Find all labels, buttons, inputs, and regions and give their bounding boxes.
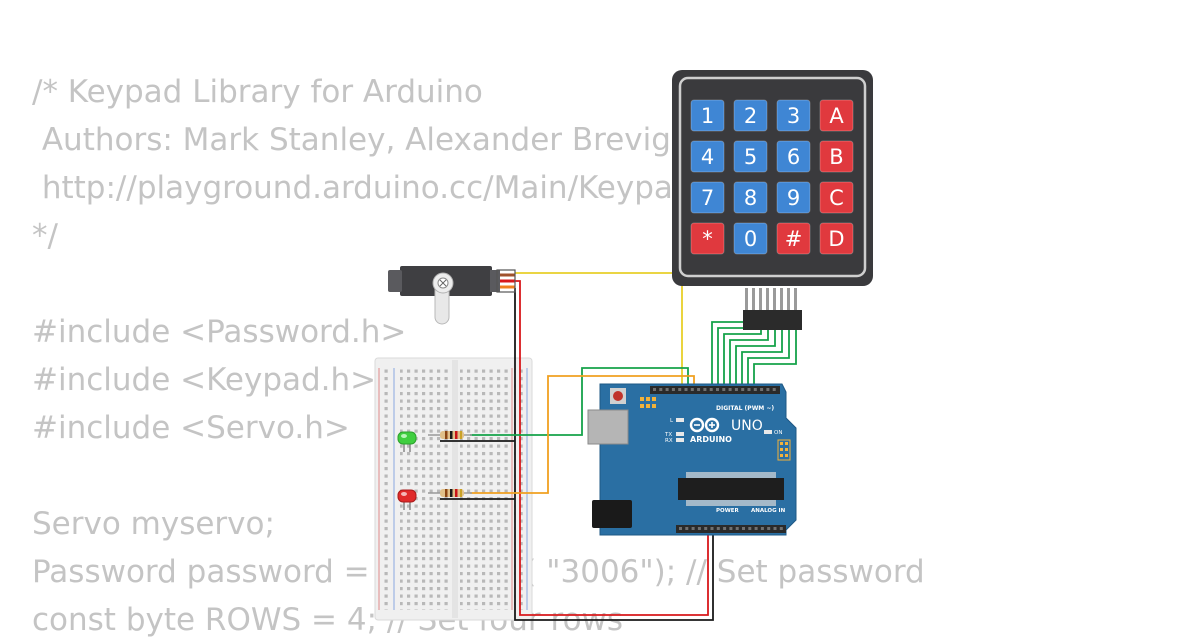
keypad-key[interactable]: # [776, 222, 811, 255]
digital-label: DIGITAL (PWM ~) [716, 405, 774, 412]
rx-label: RX [665, 438, 673, 444]
keypad-connector [743, 310, 802, 330]
wire-keypad-bundle [711, 321, 797, 390]
code-line: #include <Keypad.h> [32, 362, 377, 398]
keypad-key[interactable]: * [690, 222, 725, 255]
arduino-uno: ARDUINO UNO DIGITAL (PWM ~) POWER ANALOG… [587, 383, 797, 536]
code-line: #include <Servo.h> [32, 410, 350, 446]
keypad-key-label: 9 [787, 186, 800, 210]
keypad: 1 2 3 A 4 5 6 B 7 8 9 C * 0 # D [672, 70, 873, 330]
servo-motor [388, 266, 516, 325]
keypad-key-label: 3 [787, 104, 800, 128]
keypad-key-label: * [702, 227, 713, 251]
keypad-key-label: 0 [744, 227, 757, 251]
keypad-key[interactable]: 3 [776, 99, 811, 132]
analog-label: ANALOG IN [751, 508, 786, 514]
keypad-key[interactable]: C [819, 181, 854, 214]
keypad-key-label: 5 [744, 145, 757, 169]
code-line: */ [32, 218, 58, 254]
keypad-key[interactable]: B [819, 140, 854, 173]
resistor-green-led [428, 431, 472, 439]
keypad-key[interactable]: 8 [733, 181, 768, 214]
keypad-key[interactable]: D [819, 222, 854, 255]
keypad-key-label: 2 [744, 104, 757, 128]
keypad-key[interactable]: 2 [733, 99, 768, 132]
keypad-key-label: B [829, 145, 843, 169]
keypad-key[interactable]: 1 [690, 99, 725, 132]
circuit-diagram: 1 2 3 A 4 5 6 B 7 8 9 C * 0 # D [374, 70, 873, 621]
keypad-key-label: # [785, 227, 803, 251]
keypad-key-label: A [829, 104, 844, 128]
tx-label: TX [664, 432, 672, 438]
wire-servo-signal [515, 272, 683, 390]
keypad-key-label: 4 [701, 145, 714, 169]
code-editor-background: /* Keypad Library for Arduino Authors: M… [32, 68, 925, 644]
led-green [397, 431, 417, 452]
led-red [397, 489, 417, 510]
keypad-key[interactable]: 0 [733, 222, 768, 255]
code-line: /* Keypad Library for Arduino [32, 74, 483, 110]
keypad-key-label: C [829, 186, 844, 210]
l-label: L [670, 418, 674, 424]
keypad-key-label: 6 [787, 145, 800, 169]
keypad-key[interactable]: 4 [690, 140, 725, 173]
on-label: ON [774, 430, 782, 436]
resistor-red-led [428, 489, 472, 497]
wire-red-led [470, 375, 695, 494]
keypad-key[interactable]: 7 [690, 181, 725, 214]
wire-servo-power [515, 280, 709, 616]
keypad-key-label: 1 [701, 104, 714, 128]
keypad-key[interactable]: 9 [776, 181, 811, 214]
power-label: POWER [716, 508, 740, 514]
arduino-model: UNO [731, 418, 763, 434]
code-line: Authors: Mark Stanley, Alexander Brevig [32, 122, 671, 158]
keypad-key-label: 8 [744, 186, 757, 210]
keypad-key[interactable]: 5 [733, 140, 768, 173]
code-line: http://playground.arduino.cc/Main/Keypad [32, 170, 693, 206]
wire-servo-ground [514, 288, 714, 621]
keypad-key-label: D [828, 227, 844, 251]
code-line: #include <Password.h> [32, 314, 407, 350]
keypad-key-label: 7 [701, 186, 714, 210]
keypad-key[interactable]: A [819, 99, 854, 132]
code-line: Servo myservo; [32, 506, 275, 542]
keypad-key[interactable]: 6 [776, 140, 811, 173]
wires [440, 272, 797, 621]
arduino-brand: ARDUINO [690, 435, 732, 444]
arduino-logo [689, 417, 720, 433]
